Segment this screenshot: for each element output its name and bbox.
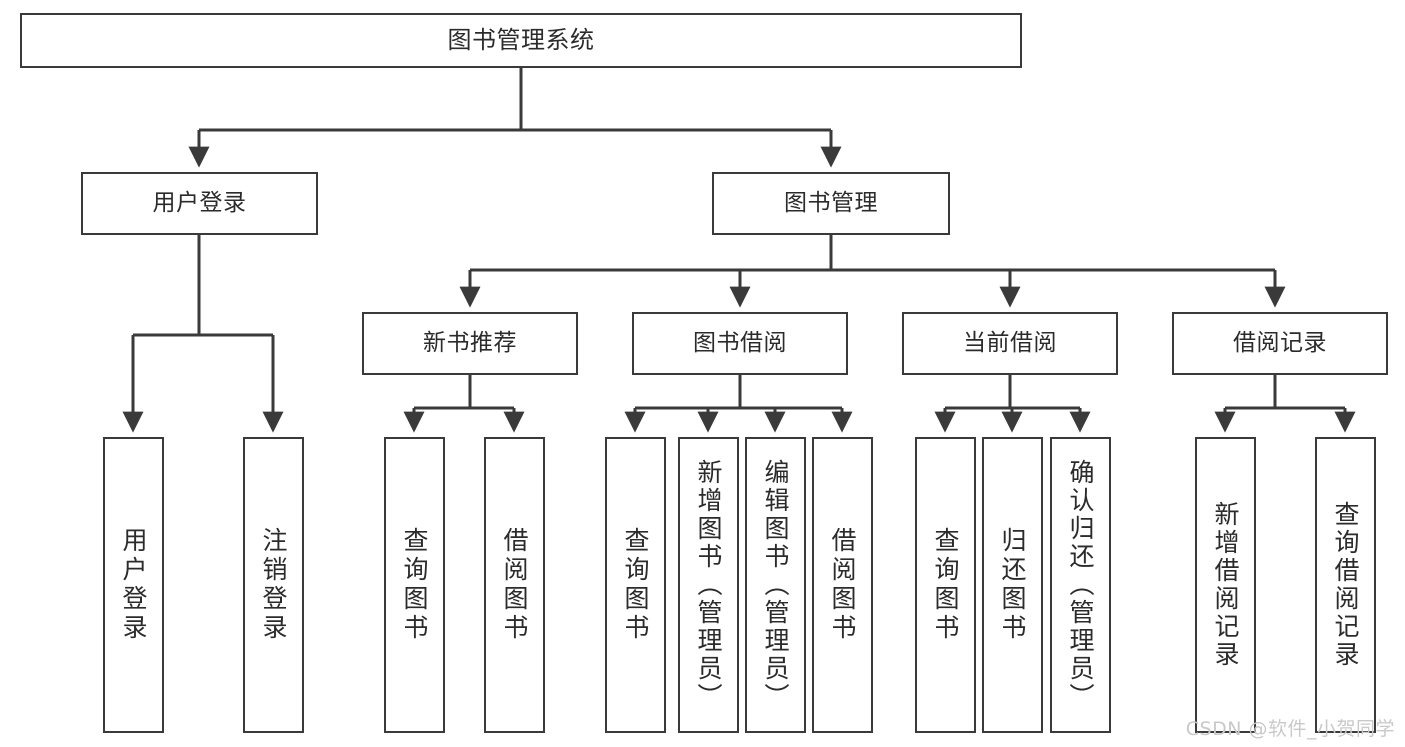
leaf-newbook-borrow-book[interactable]: 借阅图书 (484, 437, 545, 733)
node-new-book-recommend[interactable]: 新书推荐 (362, 312, 578, 375)
node-label: 用户登录 (119, 527, 148, 643)
leaf-user-login[interactable]: 用户登录 (103, 437, 164, 733)
node-label: 查询图书 (621, 527, 650, 643)
leaf-borrow-query-book[interactable]: 查询图书 (605, 437, 666, 733)
node-label: 确认归还（管理员） (1066, 459, 1095, 711)
node-label: 借阅记录 (1233, 329, 1327, 356)
node-label: 新增借阅记录 (1211, 501, 1240, 669)
node-current-borrow[interactable]: 当前借阅 (902, 312, 1118, 375)
node-label: 查询借阅记录 (1331, 501, 1360, 669)
node-label: 图书管理 (784, 189, 878, 216)
node-label: 注销登录 (259, 527, 288, 643)
node-label: 归还图书 (998, 527, 1027, 643)
node-label: 查询图书 (400, 527, 429, 643)
leaf-record-query-record[interactable]: 查询借阅记录 (1315, 437, 1376, 733)
leaf-newbook-query-book[interactable]: 查询图书 (384, 437, 445, 733)
node-label: 当前借阅 (963, 329, 1057, 356)
node-label: 借阅图书 (828, 527, 857, 643)
leaf-current-confirm-return-admin[interactable]: 确认归还（管理员） (1050, 437, 1111, 733)
node-label: 新书推荐 (423, 329, 517, 356)
leaf-borrow-add-book-admin[interactable]: 新增图书（管理员） (678, 437, 739, 733)
node-label: 图书借阅 (693, 329, 787, 356)
node-label: 图书管理系统 (447, 26, 595, 55)
leaf-current-query-book[interactable]: 查询图书 (915, 437, 976, 733)
watermark-text: CSDN @软件_小贺同学 (1185, 718, 1395, 740)
node-root-system[interactable]: 图书管理系统 (20, 13, 1022, 68)
node-book-management[interactable]: 图书管理 (712, 172, 950, 235)
node-book-borrow[interactable]: 图书借阅 (632, 312, 848, 375)
node-label: 查询图书 (931, 527, 960, 643)
node-label: 编辑图书（管理员） (761, 459, 790, 711)
leaf-record-add-record[interactable]: 新增借阅记录 (1195, 437, 1256, 733)
leaf-borrow-edit-book-admin[interactable]: 编辑图书（管理员） (745, 437, 806, 733)
node-borrow-record[interactable]: 借阅记录 (1172, 312, 1388, 375)
node-user-login[interactable]: 用户登录 (81, 172, 318, 235)
leaf-borrow-borrow-book[interactable]: 借阅图书 (812, 437, 873, 733)
node-label: 借阅图书 (500, 527, 529, 643)
leaf-current-return-book[interactable]: 归还图书 (982, 437, 1043, 733)
node-label: 新增图书（管理员） (694, 459, 723, 711)
node-label: 用户登录 (152, 189, 247, 216)
leaf-user-logout[interactable]: 注销登录 (243, 437, 304, 733)
